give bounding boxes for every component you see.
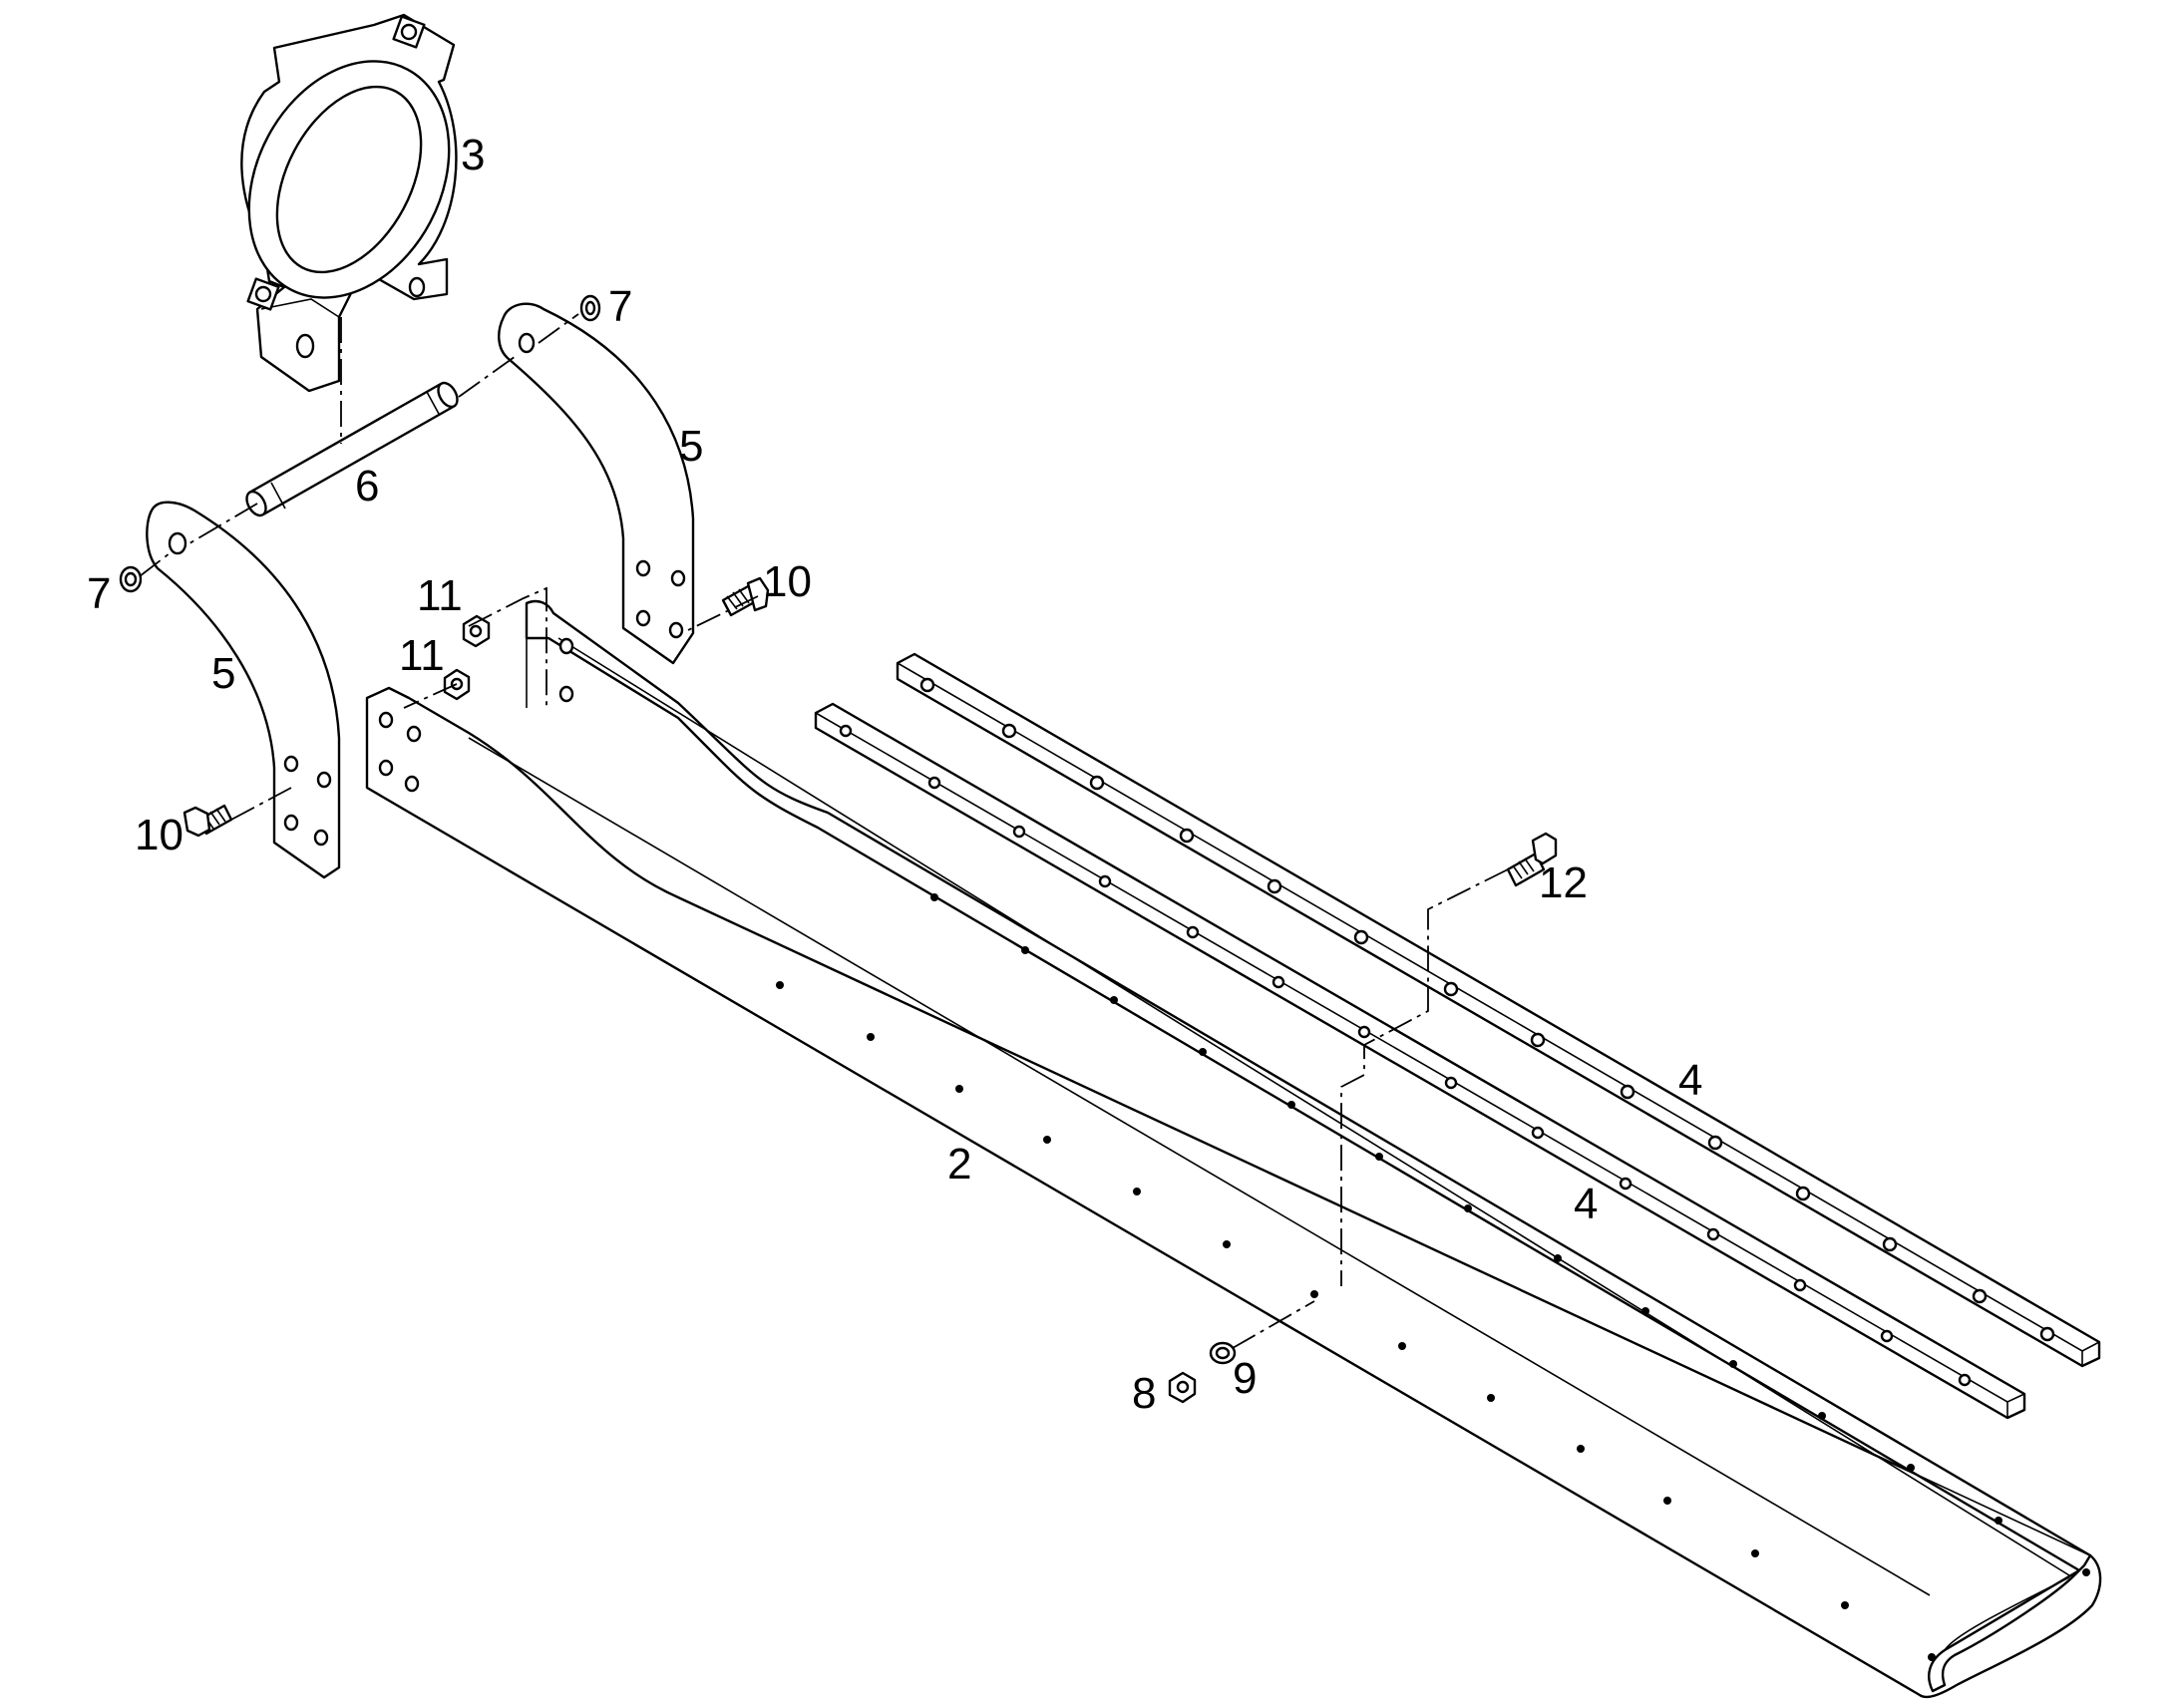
assembly-leaders [139, 313, 1509, 1349]
callout-3: 3 [461, 131, 485, 179]
callout-2: 2 [947, 1140, 971, 1189]
callout-9: 9 [1233, 1354, 1257, 1403]
pipe-clamp-part [240, 13, 458, 393]
callout-10-right: 10 [763, 557, 812, 606]
bolt-10-right-part [721, 576, 770, 617]
callout-7-left: 7 [87, 569, 111, 618]
bracket-right-part [498, 302, 695, 665]
pin-part [245, 381, 459, 517]
callout-5-right: 5 [679, 422, 703, 471]
callout-10-left: 10 [135, 811, 183, 859]
channel-part [365, 599, 2102, 1699]
washer-7-left-part [119, 565, 143, 593]
callout-7-top: 7 [608, 282, 632, 331]
strip-lower-part [814, 702, 2026, 1420]
callout-11-lower: 11 [399, 631, 445, 680]
callout-11-upper: 11 [417, 571, 463, 620]
callout-12: 12 [1539, 858, 1588, 907]
callout-8: 8 [1132, 1369, 1156, 1418]
washer-9-part [1209, 1341, 1237, 1365]
nut-11-upper-part [462, 614, 491, 648]
washer-7-top-part [579, 294, 601, 322]
callout-4-lower: 4 [1574, 1180, 1598, 1228]
callout-4-upper: 4 [1678, 1056, 1702, 1105]
bolt-12-part [1506, 832, 1558, 887]
bracket-left-part [146, 501, 341, 879]
nut-8-part [1168, 1371, 1197, 1404]
callout-labels: 3 7 5 6 7 11 10 11 5 10 12 4 2 4 8 9 [87, 131, 1702, 1418]
callout-5-left: 5 [211, 649, 235, 698]
bolt-10-left-part [182, 804, 233, 838]
callout-6: 6 [355, 462, 379, 511]
strip-upper-part [896, 652, 2101, 1368]
